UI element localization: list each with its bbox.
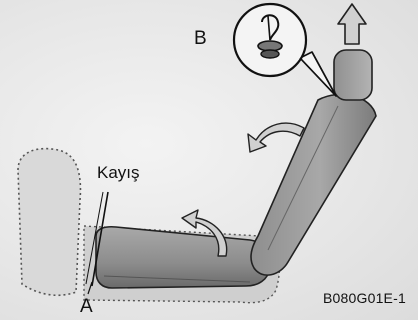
label-b: B [194,28,207,50]
front-seat-outline [18,149,80,296]
arrow-up-icon [338,4,366,44]
figure-code: B080G01E-1 [323,290,406,306]
detail-b-callout [234,4,336,96]
curved-arrow-icon [248,123,304,152]
label-a: A [80,296,93,318]
headrest [334,50,372,100]
label-strap: Kayış [97,163,140,183]
seat-back [251,94,376,275]
